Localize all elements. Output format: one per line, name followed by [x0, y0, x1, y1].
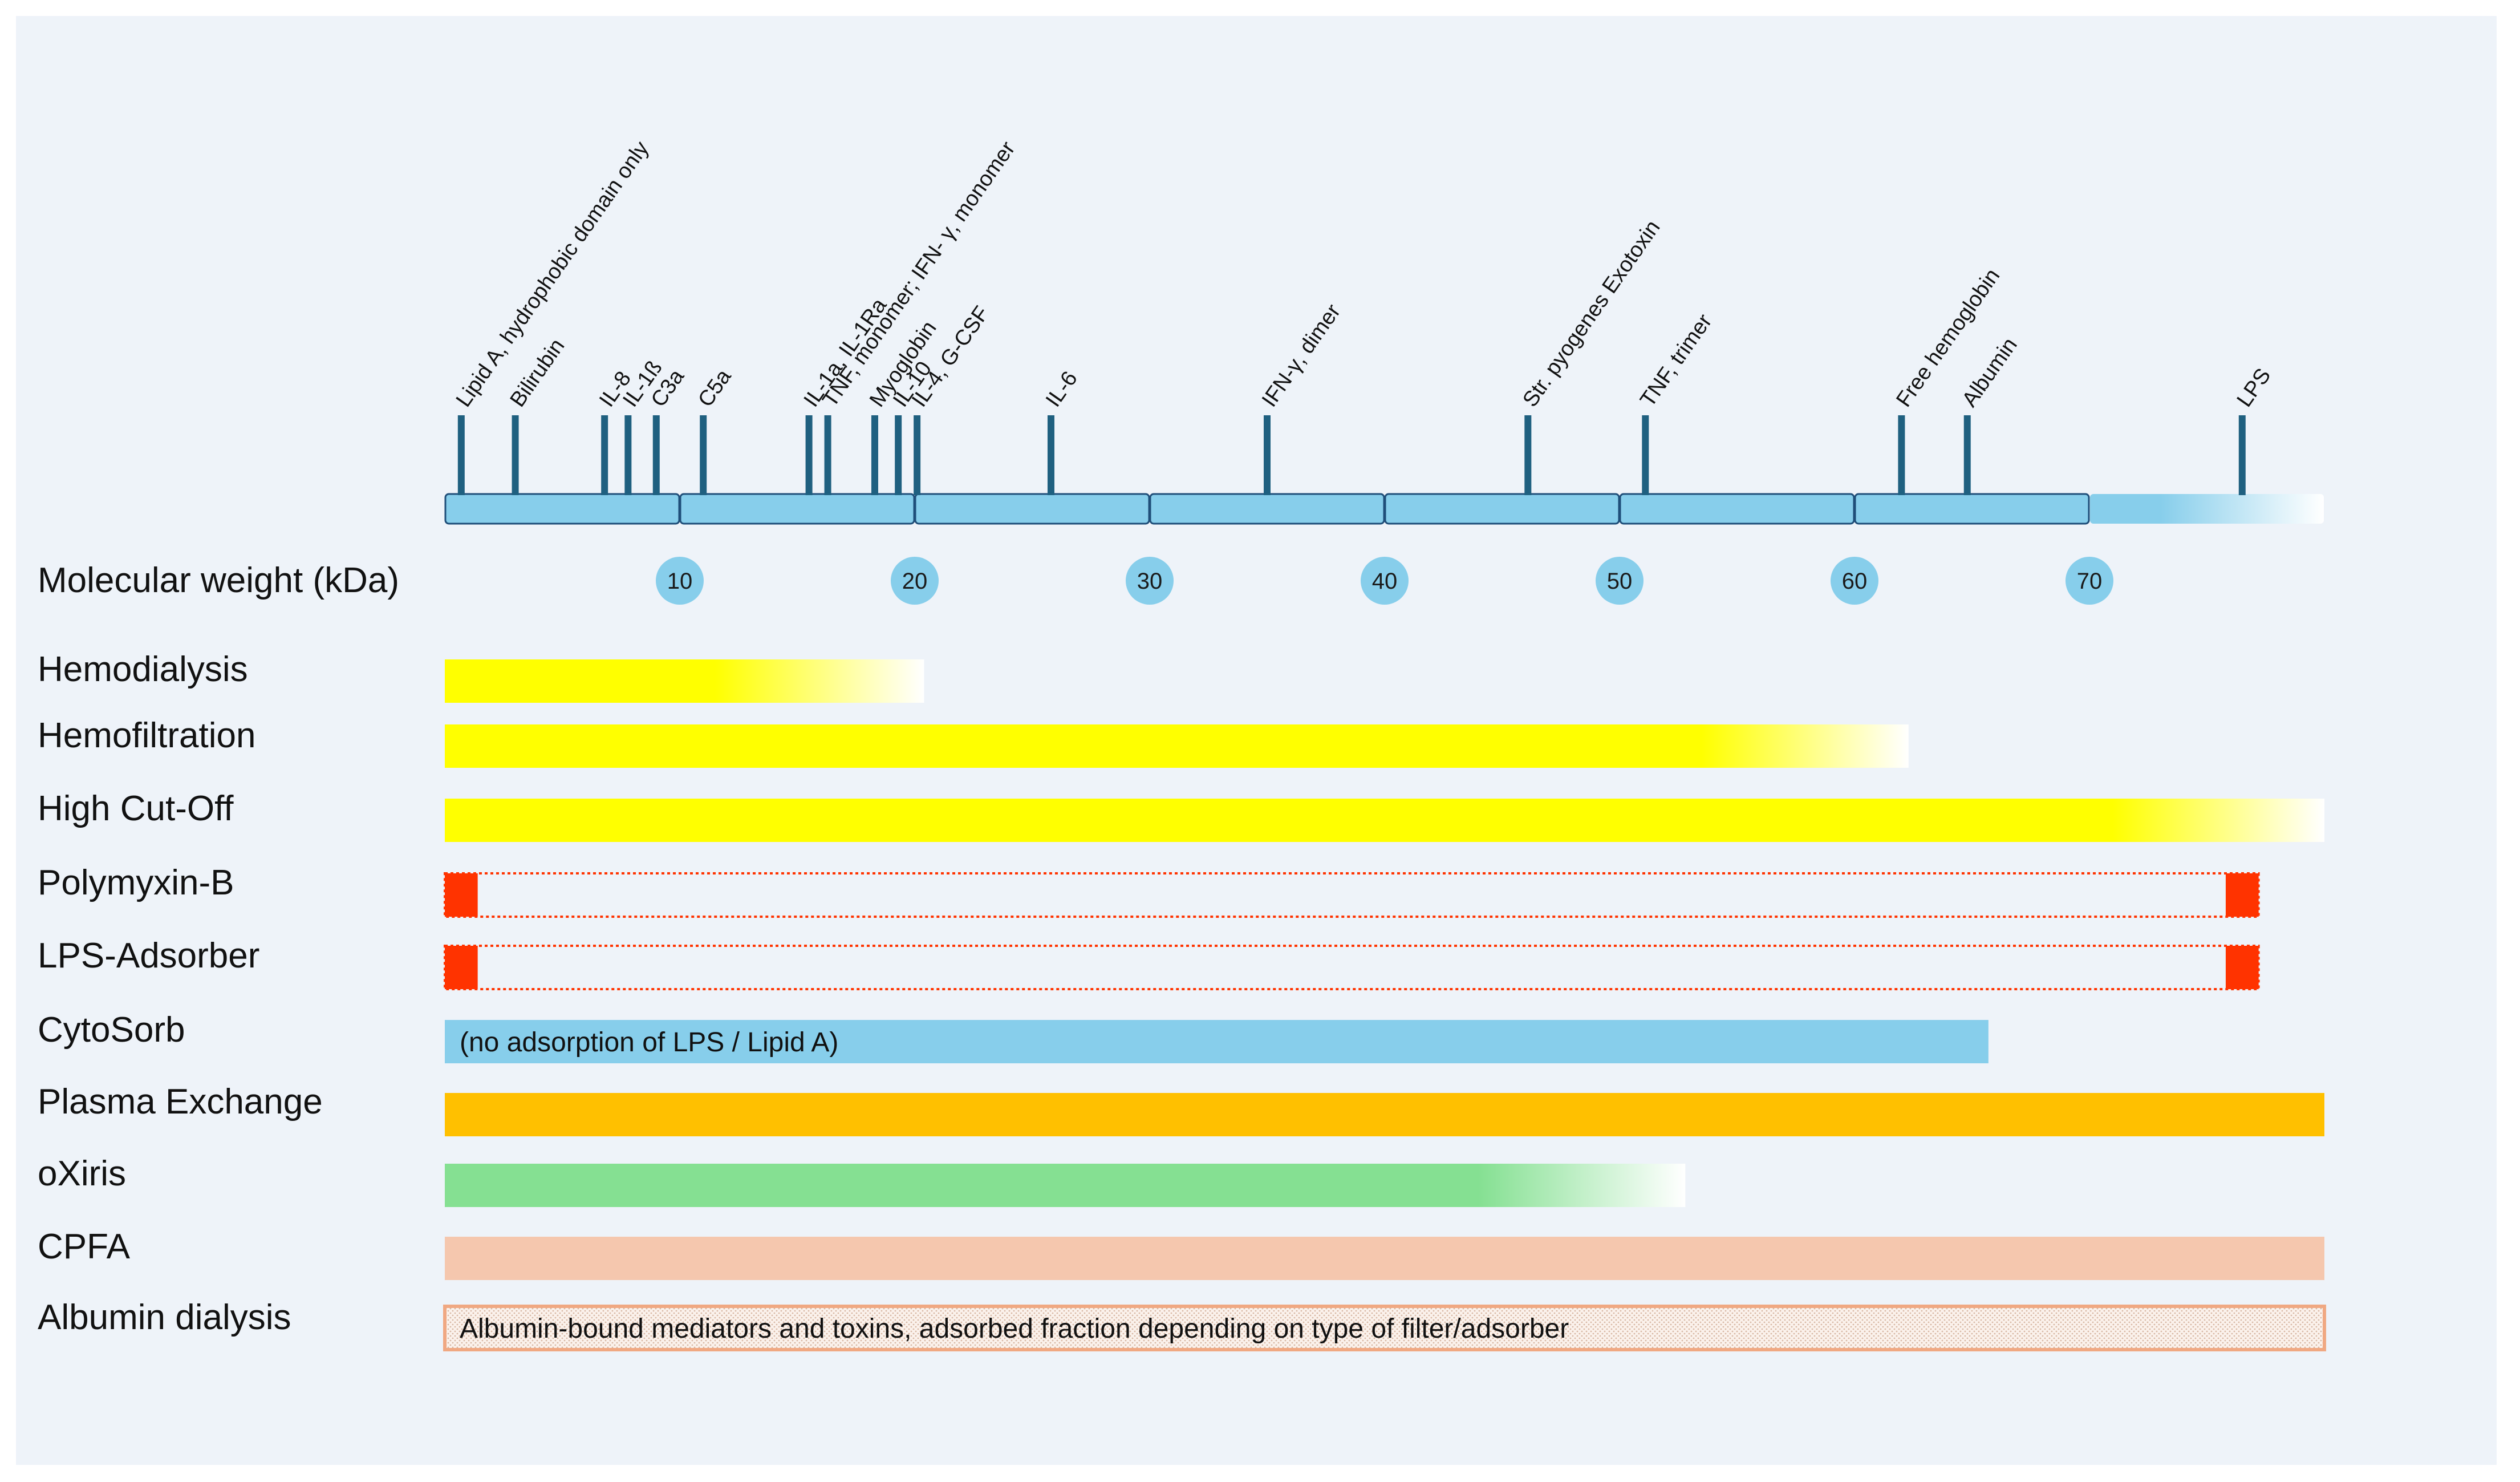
range-bar [445, 1020, 1989, 1063]
range-end-block [2225, 946, 2259, 989]
row-cytosorb: CytoSorb (no adsorption of LPS / Lipid A) [38, 1010, 1989, 1063]
marker-bar [1963, 415, 1971, 495]
axis-tick-label: 10 [667, 569, 693, 594]
diagram-panel: Molecular weight (kDa) 10 20 30 40 50 60 70 Lip… [16, 16, 2497, 1465]
markers-group: Lipid A, hydrophobic domain onlyBilirubi… [452, 137, 2276, 495]
bar-note: Albumin-bound mediators and toxins, adso… [460, 1314, 1569, 1344]
axis-tick-label: 60 [1842, 569, 1868, 594]
marker-bar [1898, 415, 1905, 495]
marker-label: LPS [2233, 364, 2276, 411]
axis-tick-circle [891, 557, 939, 605]
row-plasma-exchange: Plasma Exchange [38, 1082, 2324, 1136]
axis-tick-circle [2065, 557, 2113, 605]
marker-bar [1047, 415, 1054, 495]
marker-bar [1264, 415, 1271, 495]
axis-tick-label: 40 [1372, 569, 1398, 594]
axis-segment [444, 493, 680, 525]
axis-tick-circle [1831, 557, 1878, 605]
range-bar [443, 1305, 2326, 1351]
marker-bar [895, 415, 902, 495]
range-bar [445, 1093, 2324, 1136]
axis-segment [1854, 493, 2090, 525]
row-label: Albumin dialysis [38, 1298, 291, 1337]
range-bar [445, 659, 924, 703]
row-label: CytoSorb [38, 1010, 185, 1050]
axis-segment [1619, 493, 1855, 525]
axis-tick-circle [1596, 557, 1644, 605]
axis-group: Molecular weight (kDa) 10 20 30 40 50 60 70 [38, 493, 2324, 605]
marker-bar [601, 415, 608, 495]
marker-bar [652, 415, 660, 495]
range-outline [444, 945, 2260, 990]
row-label: Hemodialysis [38, 650, 248, 689]
marker-label: TNF, trimer [1636, 310, 1716, 411]
range-bar [445, 1237, 2324, 1280]
row-lps-adsorber: LPS-Adsorber [38, 936, 2260, 990]
row-label: LPS-Adsorber [38, 936, 259, 975]
row-high-cut-off: High Cut-Off [38, 789, 2324, 842]
axis-tick-label: 30 [1137, 569, 1163, 594]
axis-label: Molecular weight (kDa) [38, 561, 399, 600]
marker-bar [1524, 415, 1532, 495]
marker-bar [914, 415, 921, 495]
marker-bar [1642, 415, 1649, 495]
marker-label: IL-6 [1041, 367, 1082, 411]
marker-bar [700, 415, 707, 495]
row-albumin-dialysis: Albumin dialysis Albumin-bound mediators … [38, 1298, 2326, 1351]
row-polymyxin-b: Polymyxin-B [38, 863, 2260, 918]
row-hemodialysis: Hemodialysis [38, 650, 924, 703]
marker-bar [871, 415, 878, 495]
axis-segment [2090, 494, 2324, 524]
bar-note: (no adsorption of LPS / Lipid A) [460, 1027, 838, 1058]
row-label: High Cut-Off [38, 789, 234, 828]
axis-segment [679, 493, 915, 525]
marker-label: Albumin [1958, 334, 2022, 412]
row-hemofiltration: Hemofiltration [38, 716, 1909, 768]
axis-tick-circle [656, 557, 704, 605]
row-label: Plasma Exchange [38, 1082, 323, 1121]
row-cpfa: CPFA [38, 1227, 2324, 1280]
range-outline [444, 872, 2260, 918]
marker-label: Str. pyogenes Exotoxin [1518, 216, 1665, 411]
marker-bar [2238, 415, 2246, 495]
marker-label: C5a [693, 365, 736, 411]
marker-bar [457, 415, 465, 495]
axis-tick-label: 70 [2077, 569, 2103, 594]
marker-bar [824, 415, 831, 495]
range-end-block [2225, 873, 2259, 917]
molecular-weight-diagram: Molecular weight (kDa) 10 20 30 40 50 60 70 Lip… [38, 137, 2326, 1351]
range-end-block [445, 873, 478, 917]
range-bar [445, 799, 2324, 842]
marker-bar [805, 415, 813, 495]
row-label: CPFA [38, 1227, 131, 1266]
marker-bar [512, 415, 519, 495]
row-label: Polymyxin-B [38, 863, 234, 902]
axis-segment [1149, 493, 1385, 525]
axis-tick-circle [1361, 557, 1409, 605]
row-label: Hemofiltration [38, 716, 255, 755]
axis-tick-label: 50 [1607, 569, 1633, 594]
marker-label: IFN-γ, dimer [1257, 300, 1345, 412]
range-bar [445, 724, 1909, 768]
range-end-block [445, 946, 478, 989]
axis-tick-label: 20 [902, 569, 928, 594]
marker-bar [624, 415, 632, 495]
axis-tick-circle [1126, 557, 1174, 605]
axis-segment [1384, 493, 1620, 525]
row-label: oXiris [38, 1154, 126, 1193]
axis-segment [914, 493, 1150, 525]
range-bar [445, 1164, 1686, 1207]
row-oxiris: oXiris [38, 1154, 1686, 1207]
